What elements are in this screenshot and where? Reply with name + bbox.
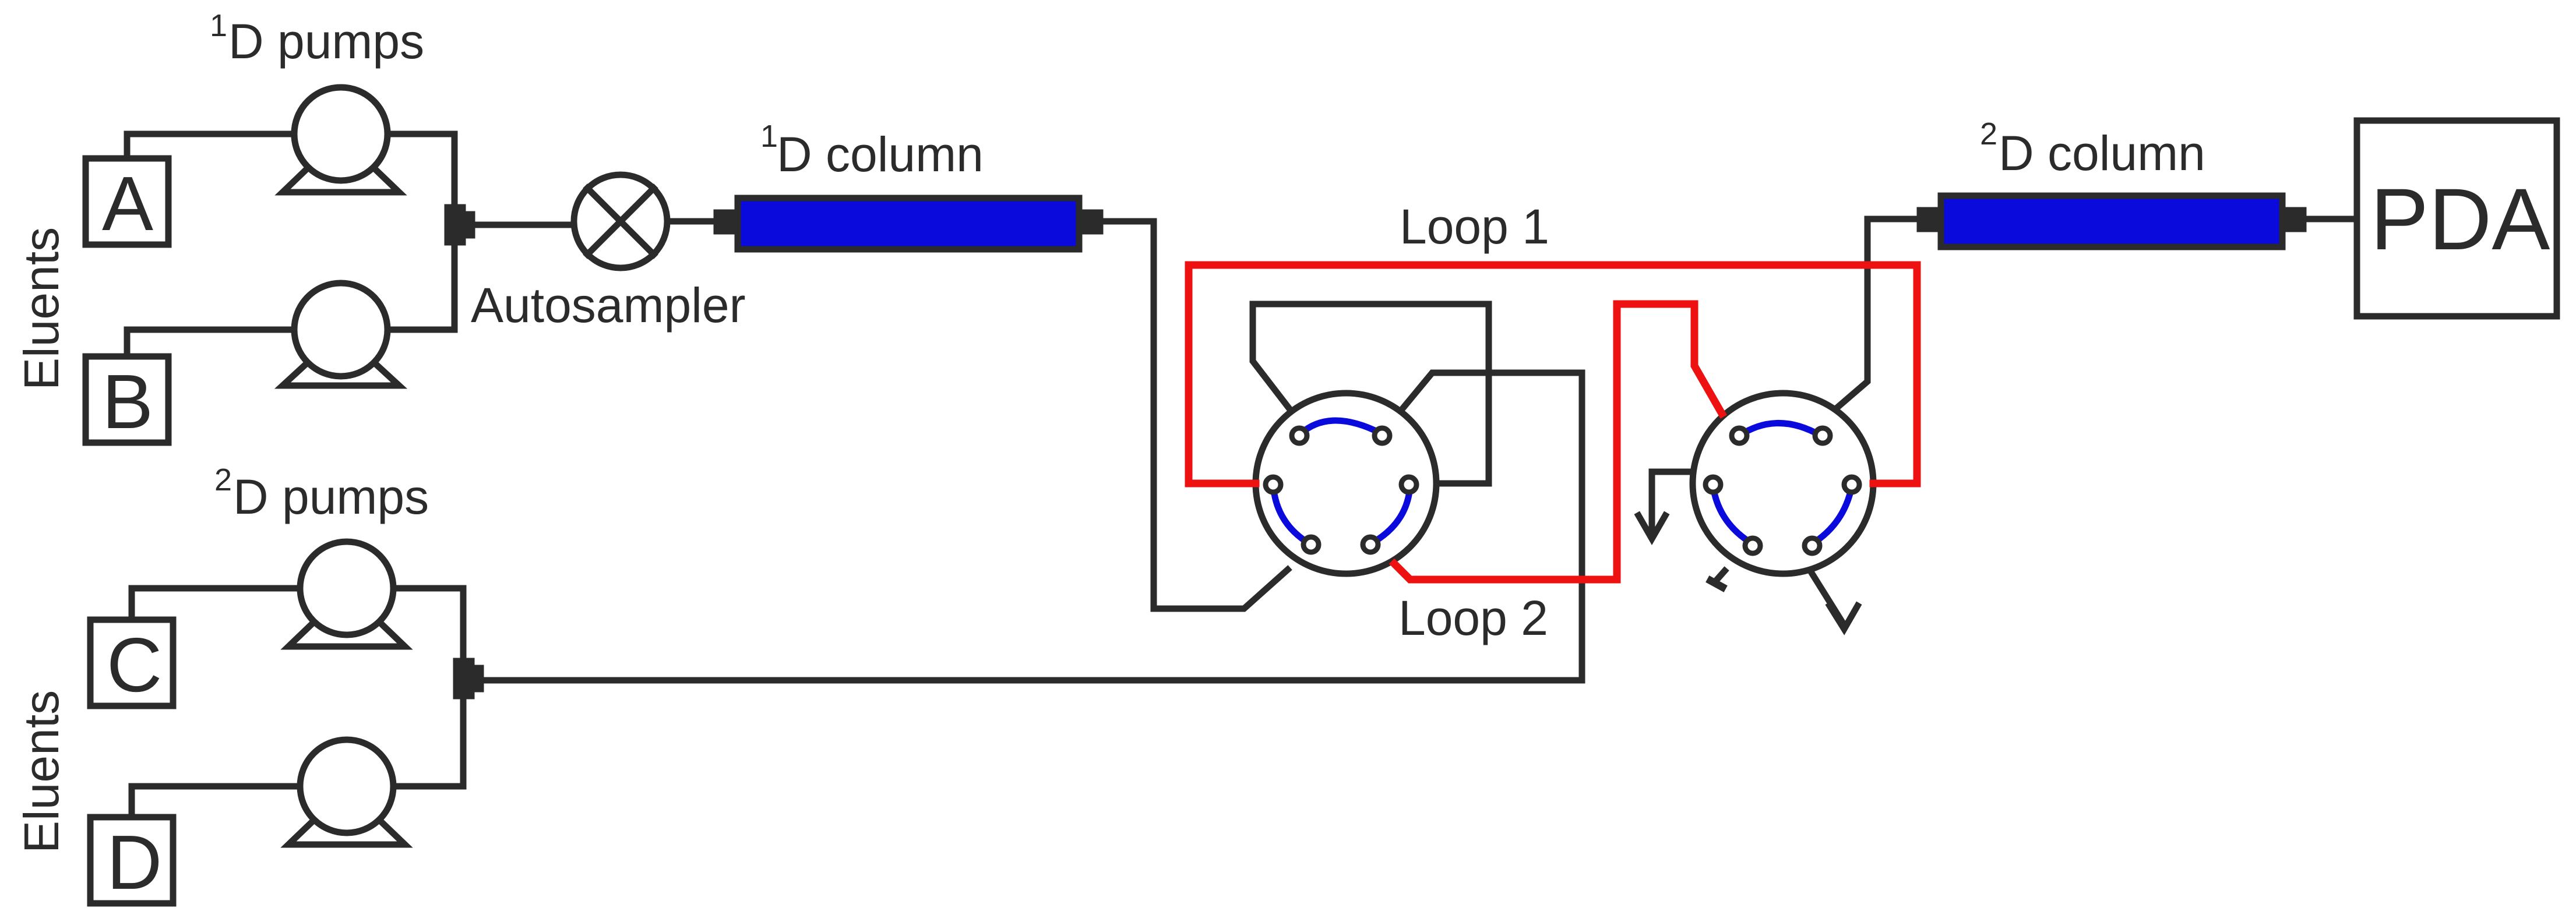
eluent-label-d: D <box>107 819 162 905</box>
column-1d-label: D column <box>777 127 984 182</box>
column-1d-sup: 1 <box>760 119 778 154</box>
column-2d <box>1937 192 2286 250</box>
eluent-bottle-b <box>82 353 172 446</box>
tubing-column-1d-to-valve-1 <box>1097 218 1292 612</box>
eluent-label-c: C <box>107 622 162 708</box>
column-2d-label: D column <box>1999 126 2205 181</box>
autosampler-icon <box>570 171 671 271</box>
tubing-a-to-pump-1d-a <box>124 130 298 162</box>
pda-label: PDA <box>2370 170 2550 268</box>
d1-pumps-sup: 1 <box>210 8 227 43</box>
eluents-label-bottom: Eluents <box>14 690 69 853</box>
d1-pumps-label: D pumps <box>228 14 424 69</box>
tubing-pumps-2d-to-mixer <box>390 585 467 790</box>
loop-1-label: Loop 1 <box>1400 199 1549 254</box>
eluents-label-top: Eluents <box>14 227 69 390</box>
eluent-bottle-c <box>87 616 177 709</box>
tubing-c-to-pump-2d-a <box>128 585 304 623</box>
pda-detector <box>2353 117 2560 320</box>
pump-2d-a-icon <box>280 538 413 650</box>
loop-2 <box>1389 300 1727 584</box>
loop-1 <box>1185 261 1921 488</box>
column-1d <box>734 195 1083 253</box>
eluent-label-a: A <box>102 161 153 246</box>
d2-pumps-sup: 2 <box>214 462 232 497</box>
eluent-bottle-a <box>82 155 172 248</box>
tubing-b-to-pump-1d-b <box>124 326 298 360</box>
d2-pumps-label: D pumps <box>233 469 429 524</box>
pump-2d-b-icon <box>280 736 413 848</box>
pump-1d-b-icon <box>274 280 408 389</box>
column-2d-sup: 2 <box>1980 116 1997 151</box>
tubing-d-to-pump-2d-b <box>128 783 304 821</box>
eluent-label-b: B <box>102 359 153 444</box>
pump-1d-a-icon <box>274 84 407 196</box>
loop-2-label: Loop 2 <box>1398 591 1548 645</box>
autosampler-label: Autosampler <box>471 278 746 333</box>
